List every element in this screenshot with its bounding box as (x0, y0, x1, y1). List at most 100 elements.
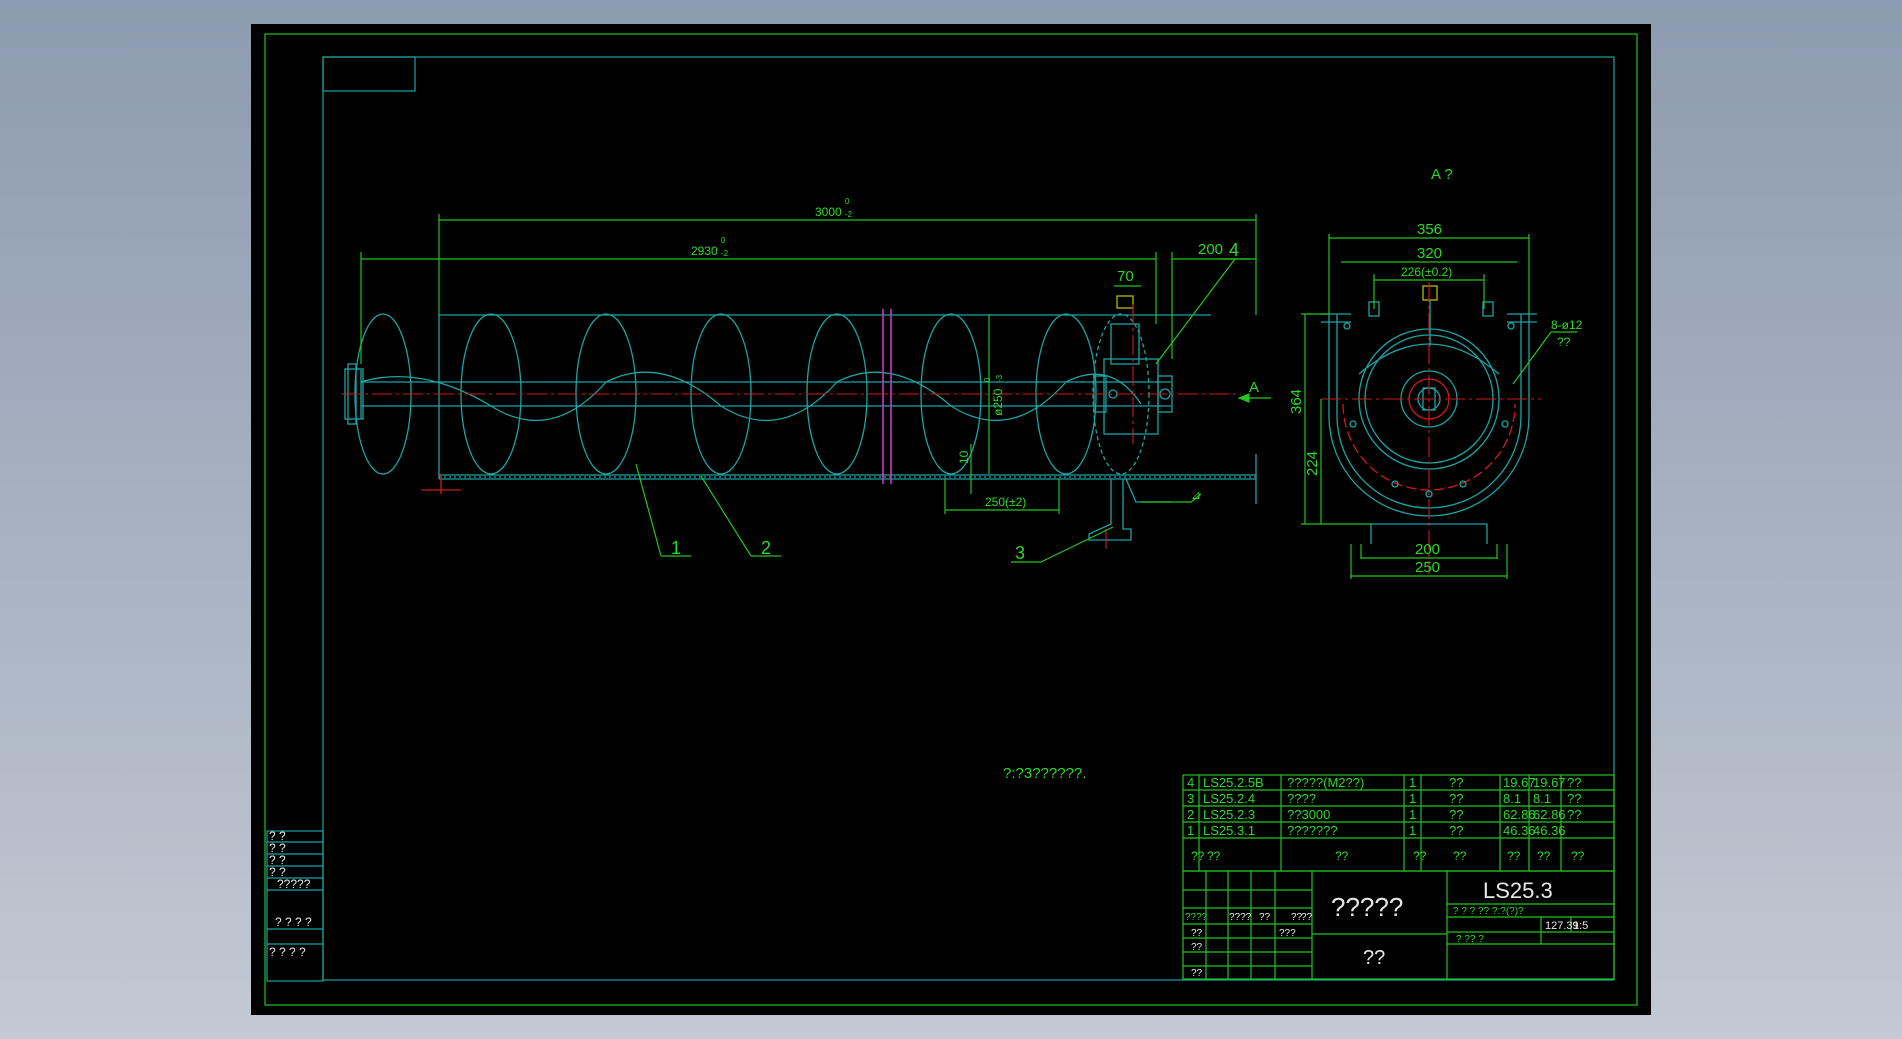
bom-cell-no: 3 (1187, 791, 1194, 806)
part-number-1: 1 (671, 538, 681, 558)
rev-row-2: ? ? (269, 841, 286, 855)
dim-overall-length: 3000 (815, 205, 842, 219)
bom-cell-total: 62.86 (1533, 807, 1566, 822)
bom-cell-no: 4 (1187, 775, 1194, 790)
bom-cell-name: ???? (1287, 791, 1316, 806)
rev-row-1: ? ? (269, 829, 286, 843)
holes-label: 8-ø12 (1551, 318, 1583, 332)
bom-header-unit: ?? (1507, 849, 1521, 863)
bom-cell-unit: 62.86 (1503, 807, 1536, 822)
bom-cell-mat: ?? (1449, 791, 1463, 806)
outer-border (264, 33, 1638, 1006)
engineering-drawing: A 3000 0 -2 2930 0 -2 200 70 250(±2) ø25… (264, 33, 1638, 1006)
bom-cell-qty: 1 (1409, 807, 1416, 822)
cad-viewport[interactable]: A 3000 0 -2 2930 0 -2 200 70 250(±2) ø25… (251, 24, 1651, 1015)
dim-inner-tol-lower: -2 (721, 249, 729, 258)
tb-left-mark-4: ?? (1191, 968, 1203, 979)
tb-left-row-5: ?? (1259, 912, 1271, 923)
dim-width-mid: 320 (1417, 245, 1442, 262)
dim-inner-tol-upper: 0 (721, 236, 726, 245)
drawing-number: LS25.3 (1483, 878, 1553, 903)
dim-base-outer: 250 (1415, 559, 1440, 576)
bom-cell-unit: 19.67 (1503, 775, 1536, 790)
unit-label: ?? (1363, 947, 1385, 969)
tb-left-mark-1: ??? (1279, 928, 1296, 939)
bom-cell-qty: 1 (1409, 775, 1416, 790)
inner-border (322, 56, 1615, 981)
bom-cell-note: ?? (1567, 775, 1581, 790)
bom-cell-code: LS25.3.1 (1203, 823, 1255, 838)
dim-width-outer: 356 (1417, 221, 1442, 238)
bom-cell-code: LS25.2.4 (1203, 791, 1255, 806)
dim-inner-length: 2930 (691, 244, 718, 258)
section-view: A ? (1288, 166, 1583, 579)
weight-value: 127.39 (1545, 920, 1579, 932)
bom-header-name: ?? (1335, 849, 1349, 863)
dim-width-inner: 226(±0.2) (1401, 265, 1452, 279)
rev-row-3: ? ? (269, 853, 286, 867)
bom-cell-unit: 8.1 (1503, 791, 1521, 806)
bom-cell-qty: 1 (1409, 823, 1416, 838)
bom-cell-mat: ?? (1449, 823, 1463, 838)
bom-header-mat: ?? (1453, 849, 1467, 863)
dim-overall-tol-lower: -2 (845, 210, 853, 219)
bom-header-total: ?? (1537, 849, 1551, 863)
bom-cell-mat: ?? (1449, 775, 1463, 790)
bom-header-code: ?? (1207, 849, 1221, 863)
tb-left-mark-3: ?? (1191, 942, 1203, 953)
bom-cell-total: 8.1 (1533, 791, 1551, 806)
bom-cell-code: LS25.2.5B (1203, 775, 1264, 790)
bom-cell-total: 19.67 (1533, 775, 1566, 790)
rev-row-4: ? ? (269, 865, 286, 879)
drawing-name: ????? (1331, 892, 1403, 922)
dim-end-length: 200 (1198, 241, 1223, 258)
bom-cell-qty: 1 (1409, 791, 1416, 806)
dim-height-center: 224 (1304, 451, 1321, 476)
rev-sign-1: ? ? ? ? (275, 915, 312, 929)
revision-strip: ? ? ? ? ? ? ? ? ????? ? ? ? ? ? ? ? ? (266, 829, 324, 982)
rev-sign-2: ? ? ? ? (269, 945, 306, 959)
bom-header-qty: ?? (1413, 849, 1427, 863)
bom-cell-note: ?? (1567, 791, 1581, 806)
bom-cell-name: ??????? (1287, 823, 1338, 838)
tb-left-row-2: ???? (1229, 912, 1252, 923)
rev-check: ????? (277, 877, 311, 891)
part-number-2: 2 (761, 538, 771, 558)
header-marks: ? ? ? ?? ?:?(?)? (1453, 906, 1524, 917)
dim-dia-tol-lower: -3 (995, 374, 1004, 382)
bom-cell-no: 1 (1187, 823, 1194, 838)
bom-cell-mat: ?? (1449, 807, 1463, 822)
holes-note: ?? (1557, 335, 1571, 349)
bom-cell-name: ?????(M2??) (1287, 775, 1364, 790)
bom-cell-code: LS25.2.3 (1203, 807, 1255, 822)
dim-base-inner: 200 (1415, 541, 1440, 558)
bom-cell-no: 2 (1187, 807, 1194, 822)
corner-box (322, 56, 416, 92)
bom-cell-note: ?? (1567, 807, 1581, 822)
title-block: ????? LS25.3 ?? ? ? ? ?? ?:?(?)? 127.39 … (1182, 870, 1615, 980)
section-arrow-label: A (1249, 379, 1259, 396)
technical-note: ?:?3??????. (1003, 765, 1086, 782)
part-number-4: 4 (1229, 240, 1239, 260)
tb-left-row-1: ???? (1185, 912, 1208, 923)
dim-dia-tol-upper: 0 (983, 377, 992, 382)
dim-height-total: 364 (1288, 389, 1305, 414)
bom-cell-unit: 46.36 (1503, 823, 1536, 838)
dim-pitch: 250(±2) (985, 495, 1026, 509)
scale-value: 1:5 (1573, 920, 1588, 932)
weld-symbol: ⊿ (1191, 488, 1201, 502)
bom-cell-total: 46.36 (1533, 823, 1566, 838)
front-view: A 3000 0 -2 2930 0 -2 200 70 250(±2) ø25… (341, 197, 1271, 563)
bom-header-no: ?? (1191, 849, 1205, 863)
bom-cell-name: ??3000 (1287, 807, 1330, 822)
tb-left-row-3: ?? (1291, 912, 1303, 923)
dim-overall-tol-upper: 0 (845, 197, 850, 206)
section-title: A ? (1431, 166, 1453, 183)
bom-header-note: ?? (1571, 849, 1585, 863)
dim-diameter: ø250 (991, 388, 1005, 416)
tb-left-mark-2: ?? (1191, 928, 1203, 939)
part-number-3: 3 (1015, 543, 1025, 563)
dim-bearing-width: 70 (1117, 268, 1134, 285)
